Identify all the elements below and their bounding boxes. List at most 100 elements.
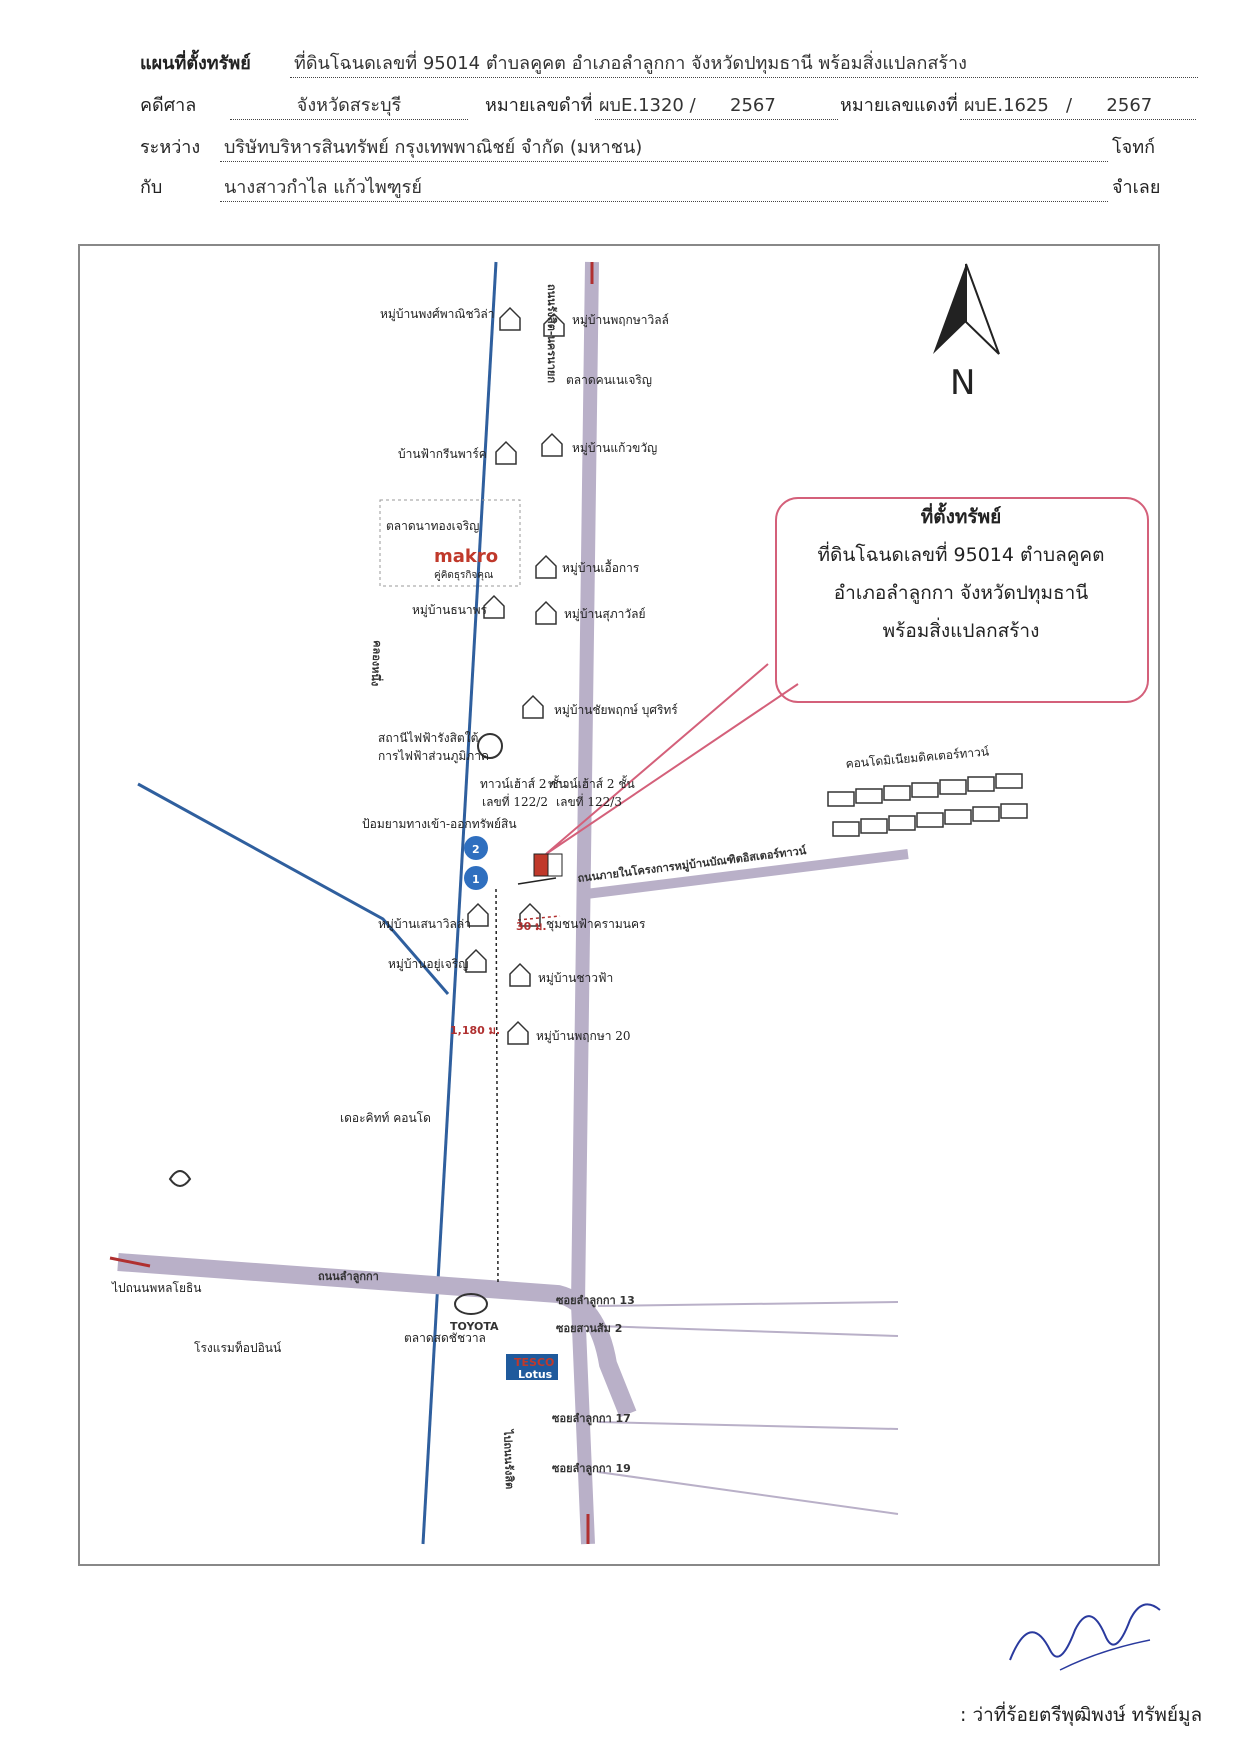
location-map: N 2 1 หมู่บ้านพ (109, 261, 1149, 1545)
house-icon (507, 1020, 529, 1045)
route-1180m (495, 888, 499, 1285)
label-village-2: หมู่บ้านพฤกษาวิลล์ (572, 313, 669, 328)
label-soi-2: ซอยสวนส้ม 2 (556, 1322, 622, 1335)
soi-13-line (597, 1301, 899, 1307)
callout-line-1: ที่ดินโฉนดเลขที่ 95014 ตำบลคูคต (817, 544, 1105, 566)
label-guard-post: ป้อมยามทางเข้า-ออกทรัพย์สิน (362, 817, 517, 831)
north-label: N (950, 363, 975, 403)
property-description: ที่ดินโฉนดเลขที่ 95014 ตำบลคูคต อำเภอลำล… (290, 48, 1198, 78)
label-distance-30m: 30 ม. (516, 920, 547, 933)
defendant-name: นางสาวกำไล แก้วไพฑูรย์ (220, 172, 1108, 202)
label-soi-13: ซอยลำลูกกา 13 (556, 1294, 635, 1308)
red-number-label: หมายเลขแดงที่ (840, 95, 958, 116)
with-label: กับ (140, 177, 163, 198)
label-market-1: ตลาดคนเนเจริญ (566, 373, 652, 387)
label-village-7: หมู่บ้านสุภาวัลย์ (564, 607, 645, 622)
house-icon (509, 962, 531, 987)
makro-area-outline (379, 499, 521, 587)
house-icon (465, 948, 487, 973)
power-station-icon (477, 733, 503, 759)
red-number-value: ผบE.1625 / 2567 (960, 90, 1196, 120)
label-lotus: Lotus (518, 1368, 553, 1381)
label-condo-2: เดอะคิทท์ คอนโด (340, 1111, 431, 1125)
soi-17-line (597, 1421, 899, 1430)
route-to-guard (517, 877, 557, 885)
label-soi-19: ซอยลำลูกกา 19 (552, 1462, 631, 1476)
label-townhouse-1: ทาวน์เฮ้าส์ 2 ชั้น (480, 775, 567, 791)
house-icon (495, 440, 517, 465)
label-townhouse-2: ทาวน์เฮ้าส์ 2 ชั้น (548, 775, 635, 791)
project-road (585, 849, 909, 899)
label-village-5: หมู่บ้านเอื้อการ (562, 559, 640, 576)
label-condo: คอนโดมิเนียมดิคเตอร์ทาวน์ (845, 744, 990, 770)
label-market-2: ตลาดนาทองเจริญ (386, 519, 479, 533)
marker-1-icon (464, 866, 488, 890)
makro-tagline: คู่คิดธุรกิจคุณ (434, 570, 493, 581)
plaintiff-role: โจทก์ (1112, 137, 1155, 158)
north-arrow-icon: N (933, 263, 1000, 403)
house-icon (522, 694, 544, 719)
house-icon (535, 554, 557, 579)
canal-line (421, 261, 498, 1545)
label-soi-17: ซอยลำลูกกา 17 (552, 1412, 631, 1426)
callout-line-2: อำเภอลำลูกกา จังหวัดปทุมธานี (833, 582, 1089, 604)
label-lamlukka-road: ถนนลำลูกกา (318, 1270, 379, 1284)
map-title-label: แผนที่ตั้งทรัพย์ (140, 53, 251, 74)
label-toyota: TOYOTA (450, 1320, 499, 1333)
between-label: ระหว่าง (140, 137, 201, 158)
label-power-authority: การไฟฟ้าส่วนภูมิภาค (378, 749, 489, 764)
house-icon (483, 594, 505, 619)
label-village-13: หมู่บ้านพฤกษา 20 (536, 1029, 631, 1044)
property-callout: ที่ตั้งทรัพย์ ที่ดินโฉนดเลขที่ 95014 ตำบ… (776, 498, 1146, 698)
label-tesco: TESCO (514, 1356, 554, 1369)
label-village-6: หมู่บ้านธนาพร (412, 603, 488, 618)
tesco-lotus-logo (506, 1354, 558, 1380)
label-village-8: หมู่บ้านชัยพฤกษ์ บุศริทร์ (554, 703, 678, 718)
property-building-icon (533, 853, 563, 877)
label-power-station: สถานีไฟฟ้ารังสิตใต้ (378, 731, 478, 745)
callout-line-3: พร้อมสิ่งแปลกสร้าง (882, 620, 1040, 642)
signer-name: : ว่าที่ร้อยตรีพุฒิพงษ์ ทรัพย์มูล (960, 1704, 1203, 1726)
court-value: จังหวัดสระบุรี (230, 90, 468, 120)
label-village-12: หมู่บ้านชาวฟ้า (538, 971, 613, 986)
house-icon (519, 902, 541, 927)
makro-logo-text: makro (434, 546, 498, 567)
house-icon (543, 312, 565, 337)
label-village-1: หมู่บ้านพงศ์พาณิชวิล่า (380, 307, 495, 322)
black-number-value: ผบE.1320 / 2567 (595, 90, 838, 120)
toyota-logo-icon (454, 1293, 488, 1315)
marker-1-label: 1 (472, 873, 480, 886)
label-hotel: โรงแรมท็อปอินน์ (194, 1340, 281, 1355)
condo-blocks-icon (827, 773, 1028, 837)
plaintiff-name: บริษัทบริหารสินทรัพย์ กรุงเทพพาณิชย์ จำก… (220, 132, 1108, 162)
label-to-phahonyothin: ไปถนนพหลโยธิน (111, 1281, 202, 1295)
soi-19-line (597, 1471, 899, 1515)
house-icon (541, 432, 563, 457)
lamlukka-road (117, 1253, 637, 1418)
label-community: ชุมชนฟ้าครามนคร (546, 917, 646, 932)
house-icon (499, 306, 521, 331)
marker-2-icon (464, 836, 488, 860)
marker-2-label: 2 (472, 843, 480, 856)
bank-icon (168, 1170, 192, 1187)
house-icon (535, 600, 557, 625)
route-30m (517, 915, 561, 921)
label-village-11: หมู่บ้านอยู่เจริญ (388, 957, 468, 972)
label-village-9: หมู่บ้านเสนาวิลล่า (378, 917, 471, 932)
defendant-role: จำเลย (1112, 177, 1161, 198)
label-townhouse-1-no: เลขที่ 122/2 (482, 793, 548, 809)
label-canal: คลองหนึ่ง (369, 640, 386, 687)
map-frame (78, 244, 1160, 1566)
label-to-rangsit: ไปถนนรังสิต (501, 1428, 517, 1490)
label-village-4: บ้านฟ้ากรีนพาร์ค (398, 447, 487, 461)
signature-image (1009, 1603, 1161, 1671)
soi-2-line (597, 1325, 899, 1337)
callout-bubble (775, 497, 1149, 703)
label-village-3: หมู่บ้านแก้วขวัญ (572, 441, 657, 456)
label-townhouse-2-no: เลขที่ 122/3 (556, 793, 622, 809)
arrow-west (109, 1256, 151, 1268)
court-label: คดีศาล (140, 95, 197, 116)
callout-title: ที่ตั้งทรัพย์ (920, 506, 1002, 528)
black-number-label: หมายเลขดำที่ (485, 95, 593, 116)
label-distance-1180m: 1,180 ม. (450, 1024, 500, 1037)
